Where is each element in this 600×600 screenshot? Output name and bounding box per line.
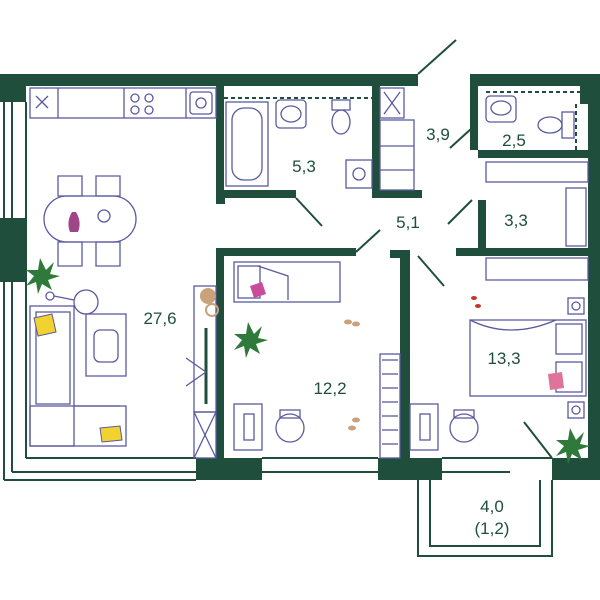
window-frames (3, 39, 580, 557)
plant-icon (26, 258, 60, 294)
area-bedroom: 13,3 (487, 349, 520, 368)
area-wardrobe: 3,3 (504, 211, 528, 230)
furniture (29, 87, 589, 459)
pillow-icon (250, 282, 266, 298)
area-children-room: 12,2 (313, 379, 346, 398)
plant-icon (234, 322, 268, 358)
area-hall: 5,1 (396, 213, 420, 232)
plate-icon (97, 209, 111, 223)
area-balcony: 4,0 (480, 497, 504, 516)
slippers-icon (471, 296, 477, 300)
slippers-icon (348, 425, 356, 431)
area-labels: 27,6 5,3 3,9 2,5 5,1 3,3 12,2 13,3 4,0 (… (143, 125, 527, 538)
pillow-icon (99, 425, 123, 443)
plant-icon (556, 428, 590, 464)
lamp-icon (200, 288, 216, 304)
area-balcony-reduced: (1,2) (475, 519, 510, 538)
walls (0, 74, 600, 480)
decorations (26, 209, 590, 464)
vase-icon (68, 212, 80, 232)
area-living-kitchen: 27,6 (143, 309, 176, 328)
area-storage: 3,9 (426, 125, 450, 144)
area-wc: 2,5 (502, 131, 526, 150)
area-bathroom: 5,3 (292, 157, 316, 176)
pillow-icon (33, 313, 57, 337)
pillow-icon (548, 372, 564, 390)
slippers-icon (344, 319, 352, 325)
